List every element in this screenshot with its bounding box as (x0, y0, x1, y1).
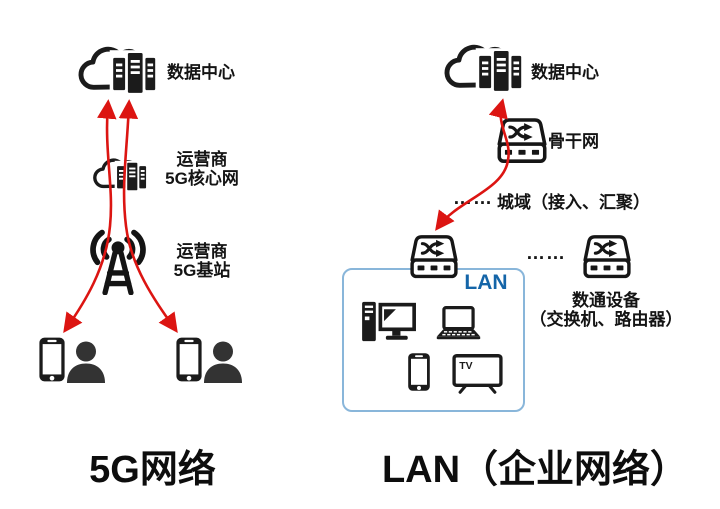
base-station-icon (86, 228, 150, 295)
core-network-icon (90, 148, 148, 192)
core-network-label: 运营商 5G核心网 (158, 150, 246, 188)
device-label-line2: （交换机、路由器） (529, 310, 683, 329)
person-user2-icon (203, 341, 243, 383)
person-user1-icon (66, 341, 106, 383)
core-network-label-line1: 运营商 (176, 150, 228, 169)
metro-label: 城域（接入、汇聚） (497, 193, 650, 212)
metro-dots: …… (453, 188, 493, 209)
laptop-icon (435, 306, 482, 340)
device-dots: …… (526, 243, 566, 264)
backbone-switch-icon (495, 117, 549, 167)
lan-phone-icon (407, 352, 431, 392)
datacenter-lan-label: 数据中心 (531, 63, 599, 82)
datacenter-5g-label: 数据中心 (167, 63, 235, 82)
lan-switch-icon (408, 234, 460, 282)
device-label: 数通设备 （交换机、路由器） (527, 291, 685, 329)
datacenter-5g-icon (74, 32, 158, 95)
title-lan-network: LAN（企业网络） (381, 449, 689, 491)
phone-user2-icon (175, 336, 203, 383)
core-network-label-line2: 5G核心网 (165, 169, 239, 188)
title-5g-network: 5G网络 (89, 449, 216, 491)
base-station-label-line2: 5G基站 (173, 261, 231, 280)
phone-user1-icon (38, 336, 66, 383)
desktop-computer-icon (361, 301, 418, 343)
lan-label: LAN (464, 271, 508, 294)
backbone-label: 骨干网 (548, 132, 599, 151)
base-station-label: 运营商 5G基站 (160, 242, 244, 280)
arrow-5g-right-path (118, 99, 178, 333)
base-station-label-line1: 运营商 (176, 242, 228, 261)
datacenter-lan-icon (440, 30, 524, 93)
tv-icon (452, 354, 503, 394)
arrow-5g-left-path (63, 99, 117, 333)
device-switch-icon (581, 234, 633, 282)
device-label-line1: 数通设备 (572, 291, 640, 310)
